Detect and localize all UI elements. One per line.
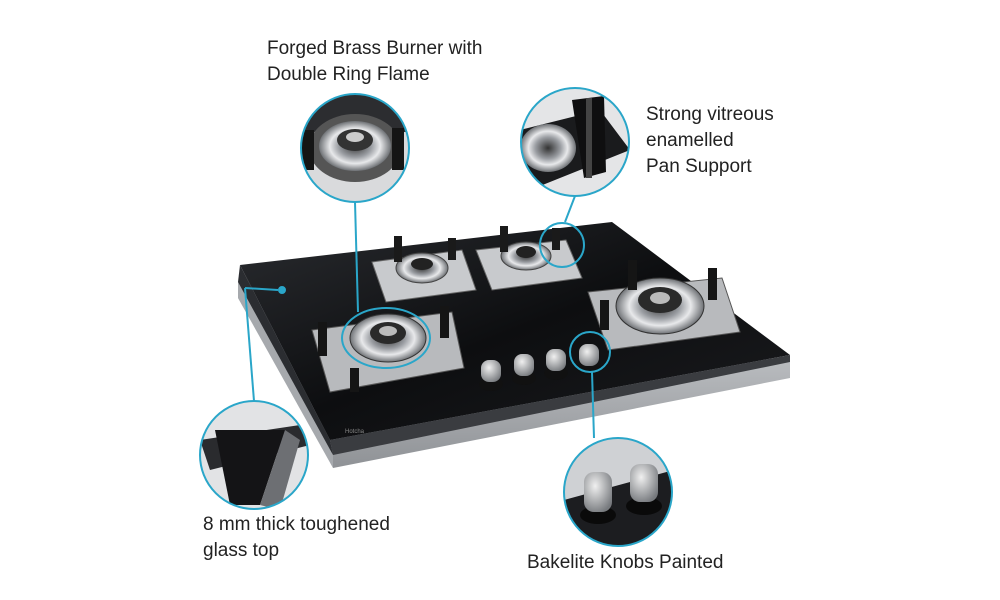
knob[interactable] [479,360,503,391]
callout-leaders [244,195,611,439]
callout-circle-burner [300,93,410,203]
brand-mark: Hotcha [345,429,365,435]
callout-label-line: glass top [203,540,280,561]
leader-line-glass-top [244,287,255,402]
callout-circle-pan-support [520,87,630,197]
callout-label-pan-support: Strong vitreous enamelled Pan Support [646,102,774,180]
highlight-ring-pan-support [539,222,585,268]
callout-label-line: Forged Brass Burner with [267,38,483,59]
highlight-dot-glass-top [278,286,286,294]
leader-line-burner [354,201,359,313]
leader-line-glass-top-tip [244,287,279,291]
leader-line-pan-support [564,195,576,223]
knob[interactable] [512,354,536,385]
callout-label-line: 8 mm thick toughened [203,514,390,535]
callout-label-burner: Forged Brass Burner with Double Ring Fla… [267,36,482,88]
callout-label-line: Double Ring Flame [267,64,430,85]
highlight-ring-burner [341,307,431,369]
callout-label-line: Pan Support [646,156,752,177]
gas-hob: Hotcha [238,222,790,468]
callout-circle-glass-top [199,400,309,510]
callout-label-glass-top: 8 mm thick toughened glass top [203,512,390,564]
highlight-ring-knobs [569,331,611,373]
burner-front-right [587,260,741,351]
glass-front-edge [330,355,790,455]
knob[interactable] [544,349,568,380]
callout-label-knobs: Bakelite Knobs Painted [527,550,723,576]
callout-label-line: Bakelite Knobs Painted [527,552,724,573]
callout-label-line: Strong vitreous [646,104,774,125]
callout-label-line: enamelled [646,130,734,151]
burner-front-left [311,306,465,393]
glass-edge [238,265,333,455]
callout-circle-knobs [563,437,673,547]
steel-frame-side [238,282,333,468]
leader-line-knobs [591,371,595,439]
burner-back-right [475,226,583,291]
control-knobs [479,344,601,391]
burner-back-left [371,236,477,303]
